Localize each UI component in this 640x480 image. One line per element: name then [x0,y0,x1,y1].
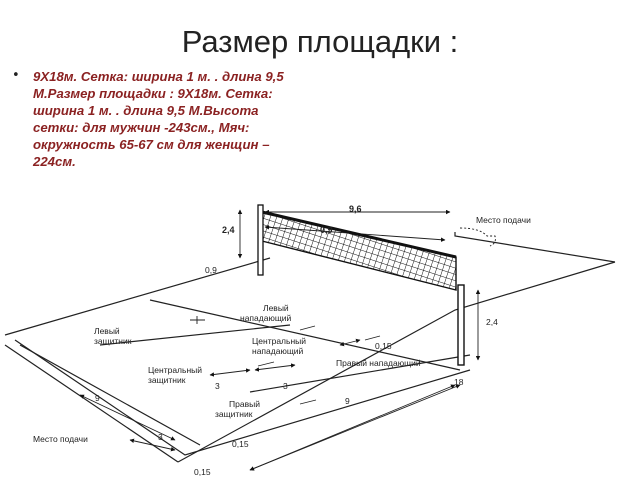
label-center-back-1: Центральный [148,365,202,375]
post-right [457,284,465,366]
court-far-sideline [454,232,616,263]
label-center-forward-1: Центральный [252,336,306,346]
bullet-list: • 9Х18м. Сетка: ширина 1 м. . длина 9,5 … [12,68,302,184]
dim-label-net-bottom: 0,9 [205,265,217,275]
bullet-marker: • [12,68,20,83]
dim-label-post-left: 2,4 [222,225,235,235]
label-left-forward-1: Левый [263,303,289,313]
dim-label-9-left: 9 [95,393,100,403]
dim-3-right [254,363,296,372]
player-markers [190,316,381,405]
marker-center-back [257,361,275,367]
label-left-back-2: защитник [94,336,132,346]
net-top-band [261,210,457,259]
label-left-forward-2: нападающий [240,313,292,323]
dim-label-18: 18 [454,377,464,387]
dim-label-post-right: 2,4 [486,317,498,327]
dimension-lines [79,209,496,471]
bullet-text: 9Х18м. Сетка: ширина 1 м. . длина 9,5 М.… [33,69,284,169]
court-inner-line [19,344,201,446]
dim-label-net-length: 9,6 [349,204,362,214]
label-right-forward: Правый нападающий [336,358,421,368]
dim-label-3-left: 3 [215,381,220,391]
marker-left-back [190,316,205,324]
label-left-back-1: Левый [94,326,120,336]
dim-9-bottom [249,384,456,471]
serve-area-top [459,227,496,247]
court-center-line [149,299,461,371]
marker-center-forward [364,335,381,341]
dim-9-left [79,394,176,441]
slide-title: Размер площадки : [181,24,459,59]
marker-left-forward [299,325,316,331]
dim-label-serve-3: 3 [158,432,163,442]
marker-right-back [299,399,317,405]
label-serve-top: Место подачи [476,215,531,225]
dim-label-3-right: 3 [283,381,288,391]
label-center-forward-2: нападающий [252,346,304,356]
label-right-back-1: Правый [229,399,260,409]
court-lines [4,232,616,463]
post-left [257,204,264,276]
court-attack-line-1 [99,324,291,346]
dim-label-net-width: 0,9 [320,225,333,235]
dim-serve [129,438,176,452]
dim-3-left [209,368,251,377]
label-right-back-2: защитник [215,409,253,419]
dim-label-015-b: 0,15 [232,439,249,449]
dim-label-9-bottom: 9 [345,396,350,406]
dim-label-015-c: 0,15 [194,467,211,477]
court-far-side [4,257,271,336]
label-serve-bottom: Место подачи [33,434,88,444]
dim-label-015-a: 0,15 [375,341,392,351]
label-center-back-2: защитник [148,375,186,385]
dim-015 [339,338,361,347]
